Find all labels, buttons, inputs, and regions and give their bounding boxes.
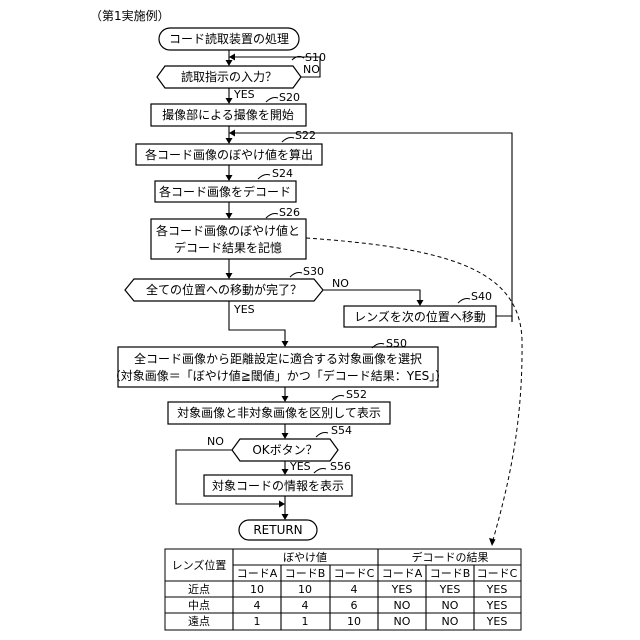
step-label-leader bbox=[266, 98, 278, 103]
arrowhead bbox=[282, 341, 289, 347]
step-label-leader bbox=[314, 469, 326, 474]
arrowhead bbox=[279, 501, 285, 508]
arrowhead bbox=[282, 433, 289, 439]
table-row-label: 近点 bbox=[188, 583, 210, 596]
blur-decode-table: レンズ位置 ぼやけ値 デコードの結果 コードA コードB コードC コードA コ… bbox=[165, 549, 521, 630]
table-column-header: コードA bbox=[237, 567, 278, 580]
s54-no-label: NO bbox=[207, 435, 224, 448]
step-label-s26: S26 bbox=[279, 206, 300, 219]
table-cell: 1 bbox=[302, 615, 309, 628]
process-s26-line2: デコード結果を記憶 bbox=[174, 240, 282, 255]
process-s50-line1: 全コード画像から距離設定に適合する対象画像を選択 bbox=[134, 351, 422, 366]
step-label-leader bbox=[290, 273, 302, 278]
step-label-leader bbox=[332, 396, 344, 401]
start-label: コード読取装置の処理 bbox=[169, 31, 289, 46]
decision-s54-text: OKボタン？ bbox=[252, 443, 317, 457]
table-cell: 10 bbox=[250, 583, 264, 596]
decision-s30-text: 全ての位置への移動が完了？ bbox=[146, 282, 302, 297]
connector-s40-right bbox=[496, 316, 512, 322]
arrowhead bbox=[226, 60, 233, 66]
process-s50-line2: （対象画像＝「ぼやけ値≧閾値」かつ「デコード結果：YES」） bbox=[109, 368, 448, 383]
step-label-s22: S22 bbox=[295, 129, 316, 142]
process-s20-text: 撮像部による撮像を開始 bbox=[162, 107, 294, 122]
table-group-header-blur: ぼやけ値 bbox=[283, 551, 327, 564]
process-s40-text: レンズを次の位置へ移動 bbox=[354, 309, 486, 324]
step-label-s54: S54 bbox=[331, 424, 352, 437]
arrowhead bbox=[417, 300, 424, 306]
process-s52-text: 対象画像と非対象画像を区別して表示 bbox=[177, 406, 381, 420]
arrowhead bbox=[226, 138, 233, 144]
arrowhead bbox=[282, 514, 289, 520]
step-label-s40: S40 bbox=[471, 290, 492, 303]
table-cell: 1 bbox=[254, 615, 261, 628]
table-column-header: コードC bbox=[334, 567, 375, 580]
arrowhead bbox=[226, 273, 233, 279]
decision-s10-text: 読取指示の入力？ bbox=[181, 69, 277, 84]
arrowhead bbox=[226, 98, 233, 104]
arrowhead bbox=[229, 54, 235, 61]
table-cell: YES bbox=[486, 599, 508, 612]
table-cell: YES bbox=[486, 583, 508, 596]
step-label-leader bbox=[282, 138, 294, 143]
table-cell: NO bbox=[442, 599, 459, 612]
step-label-leader bbox=[458, 299, 470, 304]
s30-no-label: NO bbox=[332, 277, 349, 290]
figure-caption: （第1実施例） bbox=[90, 8, 170, 23]
arrowhead bbox=[282, 469, 289, 475]
step-label-s50: S50 bbox=[386, 337, 407, 350]
step-label-s30: S30 bbox=[303, 265, 324, 278]
connector-s30-no-s40 bbox=[323, 290, 420, 302]
arrowhead bbox=[282, 396, 289, 402]
table-cell: YES bbox=[486, 615, 508, 628]
process-s24-text: 各コード画像をデコード bbox=[159, 184, 291, 199]
table-cell: 10 bbox=[347, 615, 361, 628]
step-label-s24: S24 bbox=[272, 167, 293, 180]
step-label-s20: S20 bbox=[279, 91, 300, 104]
table-column-header: コードB bbox=[430, 567, 471, 580]
table-row-label: 遠点 bbox=[188, 615, 210, 628]
table-cell: 4 bbox=[351, 583, 358, 596]
table-group-header-decode: デコードの結果 bbox=[412, 550, 489, 564]
arrowhead bbox=[226, 213, 233, 219]
s30-yes-label: YES bbox=[233, 303, 255, 316]
table-column-header: コードA bbox=[382, 567, 423, 580]
s10-yes-label: YES bbox=[233, 88, 255, 101]
table-cell: 4 bbox=[254, 599, 261, 612]
s10-no-label: NO bbox=[303, 63, 320, 76]
process-s56-text: 対象コードの情報を表示 bbox=[212, 479, 344, 493]
step-label-leader bbox=[316, 433, 328, 438]
table-corner-header: レンズ位置 bbox=[172, 558, 227, 572]
step-label-leader bbox=[258, 175, 270, 180]
table-cell: 6 bbox=[351, 599, 358, 612]
arrowhead bbox=[489, 538, 496, 546]
step-label-leader bbox=[266, 214, 278, 219]
return-label: RETURN bbox=[253, 523, 302, 537]
table-row-label: 中点 bbox=[188, 599, 210, 612]
table-cell: NO bbox=[394, 615, 411, 628]
process-s26-line1: 各コード画像のぼやけ値と bbox=[156, 223, 300, 238]
table-column-header: コードC bbox=[477, 567, 518, 580]
table-cell: 10 bbox=[298, 583, 312, 596]
step-label-s52: S52 bbox=[346, 388, 367, 401]
arrowhead bbox=[226, 175, 233, 181]
table-cell: YES bbox=[391, 583, 413, 596]
arrowhead bbox=[229, 130, 235, 137]
table-cell: NO bbox=[394, 599, 411, 612]
table-column-header: コードB bbox=[285, 567, 326, 580]
table-cell: 4 bbox=[302, 599, 309, 612]
step-label-s56: S56 bbox=[330, 460, 351, 473]
s54-yes-label: YES bbox=[289, 460, 311, 473]
process-s22-text: 各コード画像のぼやけ値を算出 bbox=[145, 147, 313, 162]
table-cell: YES bbox=[439, 583, 461, 596]
table-cell: NO bbox=[442, 615, 459, 628]
